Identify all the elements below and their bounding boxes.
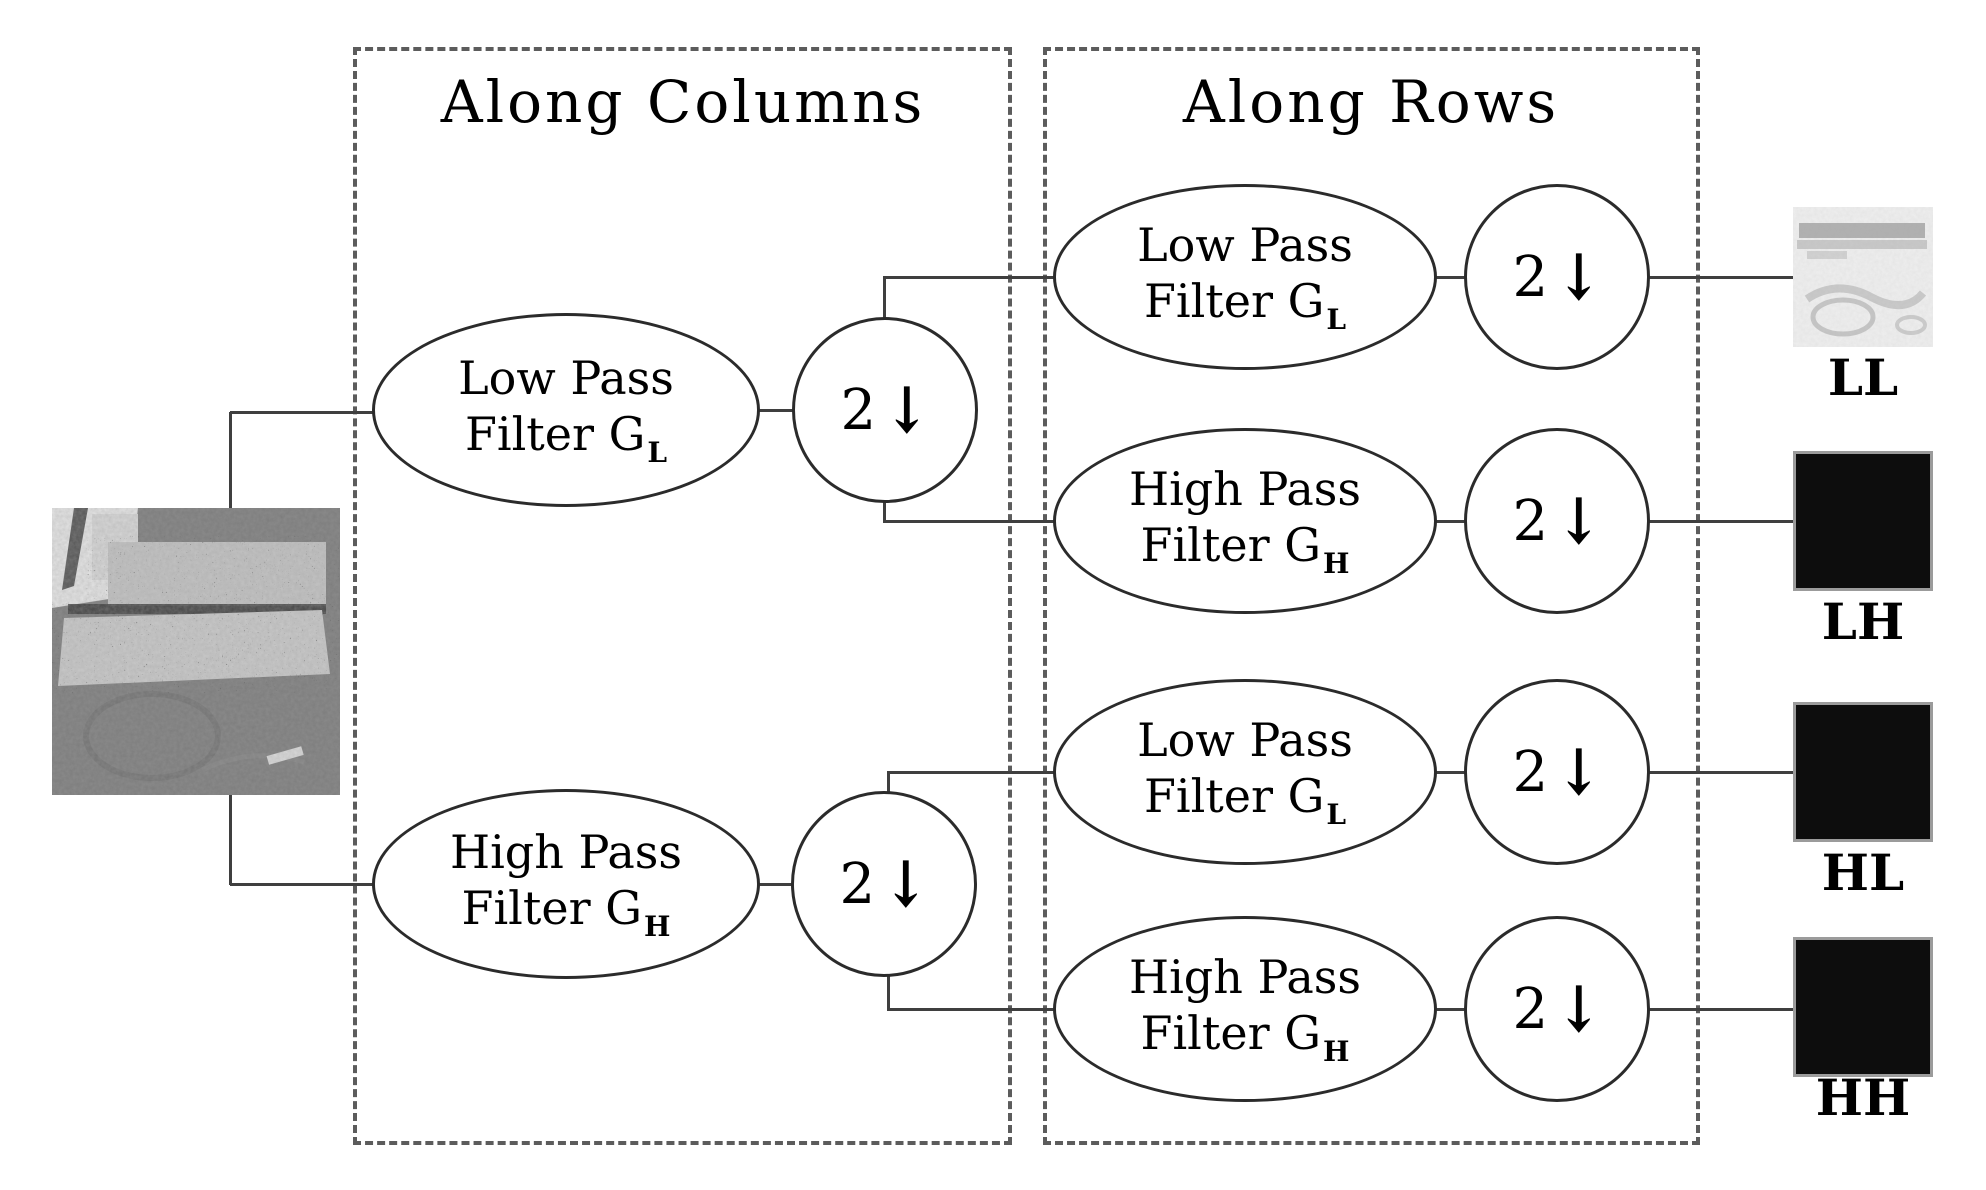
connector-line bbox=[883, 520, 1055, 523]
connector-line bbox=[229, 795, 232, 885]
input-image bbox=[52, 508, 340, 795]
column-highpass-filter-node: High Pass Filter GH bbox=[372, 789, 760, 979]
along-rows-title: Along Rows bbox=[1182, 68, 1560, 136]
connector-line bbox=[757, 409, 795, 412]
connector-line bbox=[1435, 520, 1466, 523]
filter-label: High Pass Filter GH bbox=[1129, 949, 1361, 1069]
connector-line bbox=[1648, 1008, 1795, 1011]
down-arrow-icon: ↓ bbox=[1556, 483, 1602, 559]
filter-line2: Filter G bbox=[1143, 768, 1325, 823]
filter-subscript: H bbox=[1322, 1034, 1350, 1068]
connector-line bbox=[229, 412, 232, 508]
connector-line bbox=[230, 411, 374, 414]
connector-line bbox=[1648, 520, 1795, 523]
output-image-lh bbox=[1793, 451, 1933, 591]
connector-line bbox=[230, 883, 374, 886]
connector-line bbox=[1648, 276, 1795, 279]
connector-line bbox=[887, 1008, 1055, 1011]
connector-line bbox=[757, 883, 794, 886]
connector-line bbox=[883, 501, 886, 523]
filter-subscript: L bbox=[1326, 797, 1347, 831]
along-columns-box bbox=[353, 47, 1012, 1145]
row-lowpass-filter-node-1: Low Pass Filter GL bbox=[1053, 184, 1437, 370]
downsample-node-columns-low: 2↓ bbox=[792, 317, 978, 503]
filter-line1: High Pass bbox=[449, 824, 683, 879]
output-label-hh: HH bbox=[1815, 1068, 1911, 1127]
filter-label: Low Pass Filter GL bbox=[1137, 712, 1353, 832]
downsample-factor: 2 bbox=[840, 377, 877, 443]
filter-line2: Filter G bbox=[461, 880, 642, 935]
filter-subscript: L bbox=[1326, 302, 1347, 336]
downsample-node-row-hl: 2↓ bbox=[1464, 679, 1650, 865]
down-arrow-icon: ↓ bbox=[1556, 239, 1602, 315]
connector-line bbox=[1435, 1008, 1466, 1011]
output-image-hl bbox=[1793, 702, 1933, 842]
filter-subscript: L bbox=[647, 435, 668, 469]
along-rows-box bbox=[1043, 47, 1700, 1145]
connector-line bbox=[883, 276, 1055, 279]
filter-subscript: H bbox=[643, 909, 671, 943]
column-lowpass-filter-node: Low Pass Filter GL bbox=[372, 313, 760, 507]
along-columns-title: Along Columns bbox=[440, 68, 926, 136]
down-arrow-icon: ↓ bbox=[1556, 734, 1602, 810]
downsample-factor: 2 bbox=[839, 851, 876, 917]
connector-line bbox=[887, 772, 890, 793]
downsample-factor: 2 bbox=[1512, 976, 1549, 1042]
filter-line2: Filter G bbox=[1140, 1005, 1321, 1060]
filter-line1: Low Pass bbox=[1137, 217, 1353, 272]
downsample-factor: 2 bbox=[1512, 488, 1549, 554]
filter-label: High Pass Filter GH bbox=[450, 824, 682, 944]
filter-label: Low Pass Filter GL bbox=[1137, 217, 1353, 337]
filter-label: High Pass Filter GH bbox=[1129, 461, 1361, 581]
filter-line1: High Pass bbox=[1128, 461, 1362, 516]
down-arrow-icon: ↓ bbox=[1556, 971, 1602, 1047]
row-lowpass-filter-node-2: Low Pass Filter GL bbox=[1053, 679, 1437, 865]
down-arrow-icon: ↓ bbox=[883, 846, 929, 922]
connector-line bbox=[887, 975, 890, 1011]
filter-subscript: H bbox=[1322, 546, 1350, 580]
filter-line2: Filter G bbox=[1140, 517, 1321, 572]
filter-line2: Filter G bbox=[464, 406, 646, 461]
filter-line1: Low Pass bbox=[1137, 712, 1353, 767]
downsample-node-row-lh: 2↓ bbox=[1464, 428, 1650, 614]
downsample-node-columns-high: 2↓ bbox=[791, 791, 977, 977]
filter-line2: Filter G bbox=[1143, 273, 1325, 328]
downsample-node-row-hh: 2↓ bbox=[1464, 916, 1650, 1102]
row-highpass-filter-node-2: High Pass Filter GH bbox=[1053, 916, 1437, 1102]
filter-line1: Low Pass bbox=[458, 350, 674, 405]
filter-line1: High Pass bbox=[1128, 949, 1362, 1004]
connector-line bbox=[883, 277, 886, 319]
connector-line bbox=[1648, 771, 1795, 774]
input-aerial-photo bbox=[52, 508, 340, 795]
connector-line bbox=[1435, 276, 1466, 279]
output-label-ll: LL bbox=[1827, 348, 1899, 407]
down-arrow-icon: ↓ bbox=[884, 372, 930, 448]
downsample-factor: 2 bbox=[1512, 739, 1549, 805]
connector-line bbox=[1435, 771, 1466, 774]
connector-line bbox=[887, 771, 1055, 774]
output-label-hl: HL bbox=[1821, 843, 1905, 902]
row-highpass-filter-node-1: High Pass Filter GH bbox=[1053, 428, 1437, 614]
downsample-factor: 2 bbox=[1512, 244, 1549, 310]
output-label-lh: LH bbox=[1821, 592, 1905, 651]
output-image-ll bbox=[1793, 207, 1933, 347]
output-image-hh bbox=[1793, 937, 1933, 1077]
filter-label: Low Pass Filter GL bbox=[458, 350, 674, 470]
downsample-node-row-ll: 2↓ bbox=[1464, 184, 1650, 370]
